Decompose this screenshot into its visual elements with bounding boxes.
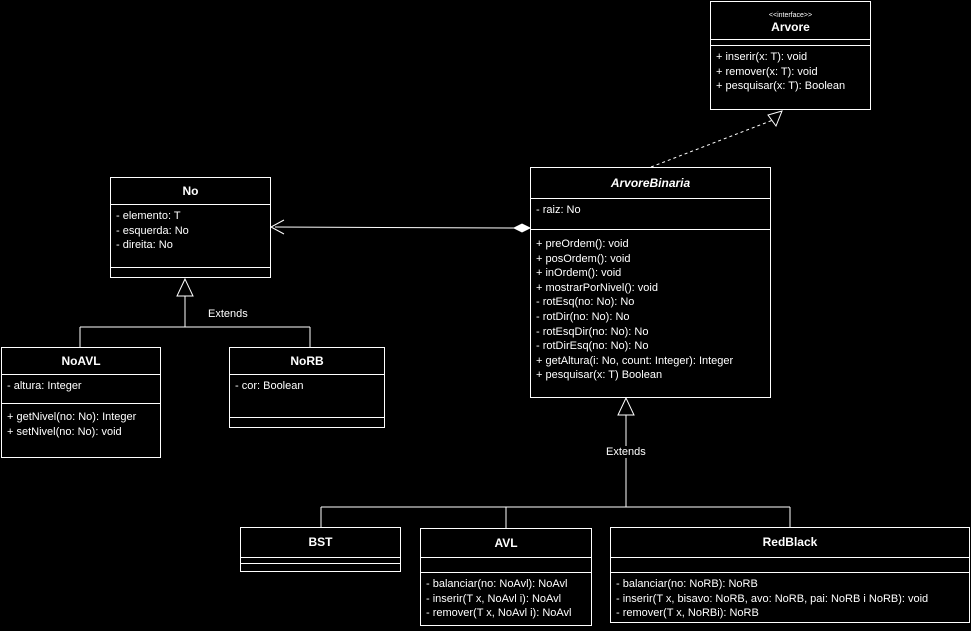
stereotype-label: <<interface>> [768, 12, 813, 19]
member-line: + mostrarPorNivel(): void [536, 281, 658, 294]
class-avl-methods: - balanciar(no: NoAvl): NoAvl - inserir(T… [421, 573, 591, 621]
member-line: + getNivel(no: No): Integer [7, 411, 137, 423]
member-line: + pesquisar(x: T): Boolean [716, 80, 846, 93]
extends-label-arvorebinaria: Extends [604, 446, 648, 458]
member-line: + getAltura(i: No, count: Integer): Inte… [536, 354, 734, 367]
class-arvore-binaria-methods: + preOrdem(): void + posOrdem(): void + in… [531, 230, 770, 383]
member-line: + pesquisar(x: T) Boolean [536, 369, 663, 382]
class-arvore[interactable]: <<interface>> Arvore + inserir(x: T): vo… [710, 1, 871, 110]
class-arvore-binaria[interactable]: ArvoreBinaria - raiz: No + preOrdem(): v… [530, 167, 771, 398]
class-no-rb-methods [230, 418, 384, 422]
member-line: - rotDir(no: No): No [536, 310, 630, 323]
member-line: - balanciar(no: NoRB): NoRB [616, 578, 758, 590]
class-no-rb-header: NoRB [230, 348, 384, 375]
member-line: - esquerda: No [116, 224, 189, 237]
class-bst-attributes [241, 558, 400, 564]
class-avl[interactable]: AVL - balanciar(no: NoAvl): NoAvl - inser… [420, 528, 592, 626]
class-name: RedBlack [762, 535, 818, 549]
class-bst[interactable]: BST [240, 527, 401, 572]
class-name: No [182, 184, 199, 198]
member-line: - rotDirEsq(no: No): No [536, 340, 649, 353]
class-no-header: No [111, 178, 270, 205]
composition-line [274, 226, 515, 229]
inheritance-triangle-arvorebinaria [617, 396, 635, 416]
class-no-methods [111, 268, 270, 272]
class-name: AVL [494, 536, 518, 550]
class-name: ArvoreBinaria [610, 176, 691, 190]
class-no-avl-header: NoAVL [2, 348, 160, 375]
class-no-attributes: - elemento: T - esquerda: No - direita: No [111, 205, 270, 268]
class-avl-header: AVL [421, 529, 591, 558]
extends-label-no: Extends [206, 308, 250, 320]
class-arvore-attributes [711, 40, 870, 46]
class-no-avl-attributes: - altura: Integer [2, 375, 160, 404]
member-line: - inserir(T x, bisavo: NoRB, avo: NoRB, … [616, 592, 929, 605]
member-line: - rotEsqDir(no: No): No [536, 325, 649, 338]
class-no[interactable]: No - elemento: T - esquerda: No - direita:… [110, 177, 271, 278]
composition-open-arrow [269, 219, 285, 235]
realization-arrowhead [767, 110, 783, 128]
class-red-black-header: RedBlack [611, 528, 969, 558]
class-red-black[interactable]: RedBlack - balanciar(no: NoRB): NoRB - in… [610, 527, 970, 623]
member-line: - remover(T x, NoRBi): NoRB [616, 607, 759, 620]
member-line: + inserir(x: T): void [716, 51, 808, 63]
class-avl-attributes [421, 558, 591, 573]
class-bst-header: BST [241, 528, 400, 558]
member-line: - elemento: T [116, 210, 181, 222]
composition-diamond [512, 223, 532, 233]
class-name: NoAVL [61, 354, 101, 368]
member-line: + posOrdem(): void [536, 252, 631, 265]
class-name: NoRB [290, 354, 324, 368]
class-no-avl-methods: + getNivel(no: No): Integer + setNivel(no… [2, 404, 160, 439]
member-line: + remover(x: T): void [716, 65, 818, 78]
class-arvore-methods: + inserir(x: T): void + remover(x: T): vo… [711, 46, 870, 94]
class-no-avl[interactable]: NoAVL - altura: Integer + getNivel(no: N… [1, 347, 161, 458]
class-name: Arvore [771, 20, 810, 34]
member-line: - altura: Integer [7, 380, 82, 392]
class-no-rb-attributes: - cor: Boolean [230, 375, 384, 418]
member-line: - raiz: No [536, 204, 581, 216]
class-arvore-binaria-attributes: - raiz: No [531, 199, 770, 230]
class-name: BST [308, 535, 333, 549]
member-line: - rotEsq(no: No): No [536, 296, 635, 309]
member-line: + inOrdem(): void [536, 267, 622, 280]
member-line: + setNivel(no: No): void [7, 425, 122, 438]
inheritance-triangle-no [176, 277, 194, 297]
class-red-black-methods: - balanciar(no: NoRB): NoRB - inserir(T x… [611, 573, 969, 621]
class-arvore-binaria-header: ArvoreBinaria [531, 168, 770, 199]
class-arvore-header: <<interface>> Arvore [711, 2, 870, 40]
member-line: - inserir(T x, NoAvl i): NoAvl [426, 592, 562, 605]
member-line: + preOrdem(): void [536, 238, 629, 250]
member-line: - balanciar(no: NoAvl): NoAvl [426, 578, 568, 590]
member-line: - cor: Boolean [235, 380, 304, 392]
class-red-black-attributes [611, 558, 969, 573]
member-line: - remover(T x, NoAvl i): NoAvl [426, 607, 572, 620]
realization-line [650, 119, 774, 168]
class-no-rb[interactable]: NoRB - cor: Boolean [229, 347, 385, 428]
member-line: - direita: No [116, 239, 173, 252]
